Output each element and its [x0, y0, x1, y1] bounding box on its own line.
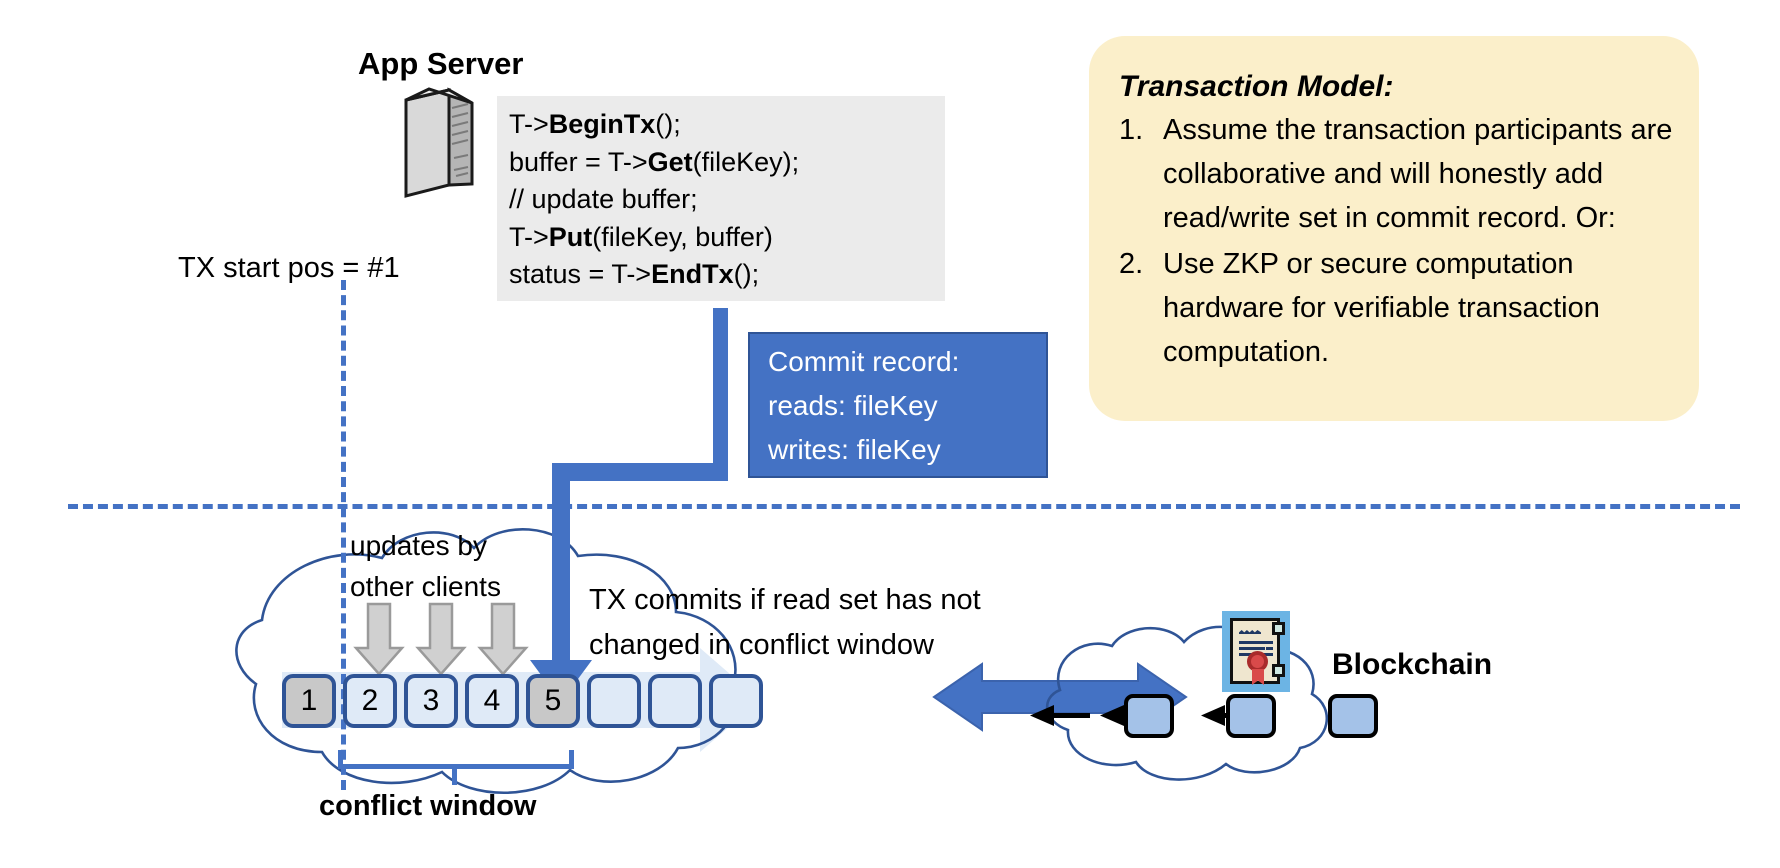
code-line: // update buffer; — [509, 184, 698, 214]
conflict-window-label: conflict window — [319, 790, 537, 822]
certificate-seal-icon — [1222, 611, 1290, 692]
blockchain-label: Blockchain — [1332, 648, 1493, 681]
blockchain-block[interactable] — [1124, 694, 1174, 738]
ledger-block[interactable]: 5 — [526, 674, 580, 728]
commit-record-box: Commit record: reads: fileKey writes: fi… — [748, 332, 1048, 478]
updates-by-other-clients-label: updates by other clients — [350, 530, 501, 602]
transaction-model-list: 1.Assume the transaction participants ar… — [1119, 108, 1673, 374]
layer-divider-dashed-line — [68, 504, 1740, 509]
ledger-block[interactable] — [648, 674, 702, 728]
tx-commits-note: TX commits if read set has not changed i… — [589, 584, 981, 661]
ledger-block-row: 1 2 3 4 5 — [282, 674, 763, 728]
list-item: 1.Assume the transaction participants ar… — [1119, 114, 1673, 234]
commit-record-line: Commit record: — [768, 346, 960, 377]
commit-record-line: writes: fileKey — [768, 434, 941, 465]
commit-record-line: reads: fileKey — [768, 390, 938, 421]
code-line: T->BeginTx(); — [509, 109, 681, 139]
page-title-app-server: App Server — [358, 46, 524, 81]
list-item: 2.Use ZKP or secure computation hardware… — [1119, 248, 1600, 368]
code-line: status = T->EndTx(); — [509, 259, 760, 289]
ledger-block[interactable]: 3 — [404, 674, 458, 728]
ledger-block[interactable]: 2 — [343, 674, 397, 728]
ledger-block[interactable] — [709, 674, 763, 728]
ledger-block[interactable]: 4 — [465, 674, 519, 728]
code-snippet-box: T->BeginTx(); buffer = T->Get(fileKey); … — [497, 96, 945, 301]
server-tower-icon — [404, 87, 474, 198]
conflict-window-bracket — [338, 750, 574, 769]
tx-start-position-label: TX start pos = #1 — [178, 252, 400, 284]
code-line: T->Put(fileKey, buffer) — [509, 221, 773, 252]
blockchain-block[interactable] — [1226, 694, 1276, 738]
conflict-window-bracket-tick — [452, 768, 457, 785]
code-line: buffer = T->Get(fileKey); — [509, 146, 800, 177]
transaction-model-heading: Transaction Model: — [1119, 70, 1394, 103]
blockchain-block[interactable] — [1328, 694, 1378, 738]
ledger-block[interactable] — [587, 674, 641, 728]
update-arrows — [353, 602, 529, 676]
tx-start-dashed-line — [341, 280, 346, 790]
transaction-model-callout: Transaction Model: 1.Assume the transact… — [1089, 36, 1699, 421]
ledger-block[interactable]: 1 — [282, 674, 336, 728]
